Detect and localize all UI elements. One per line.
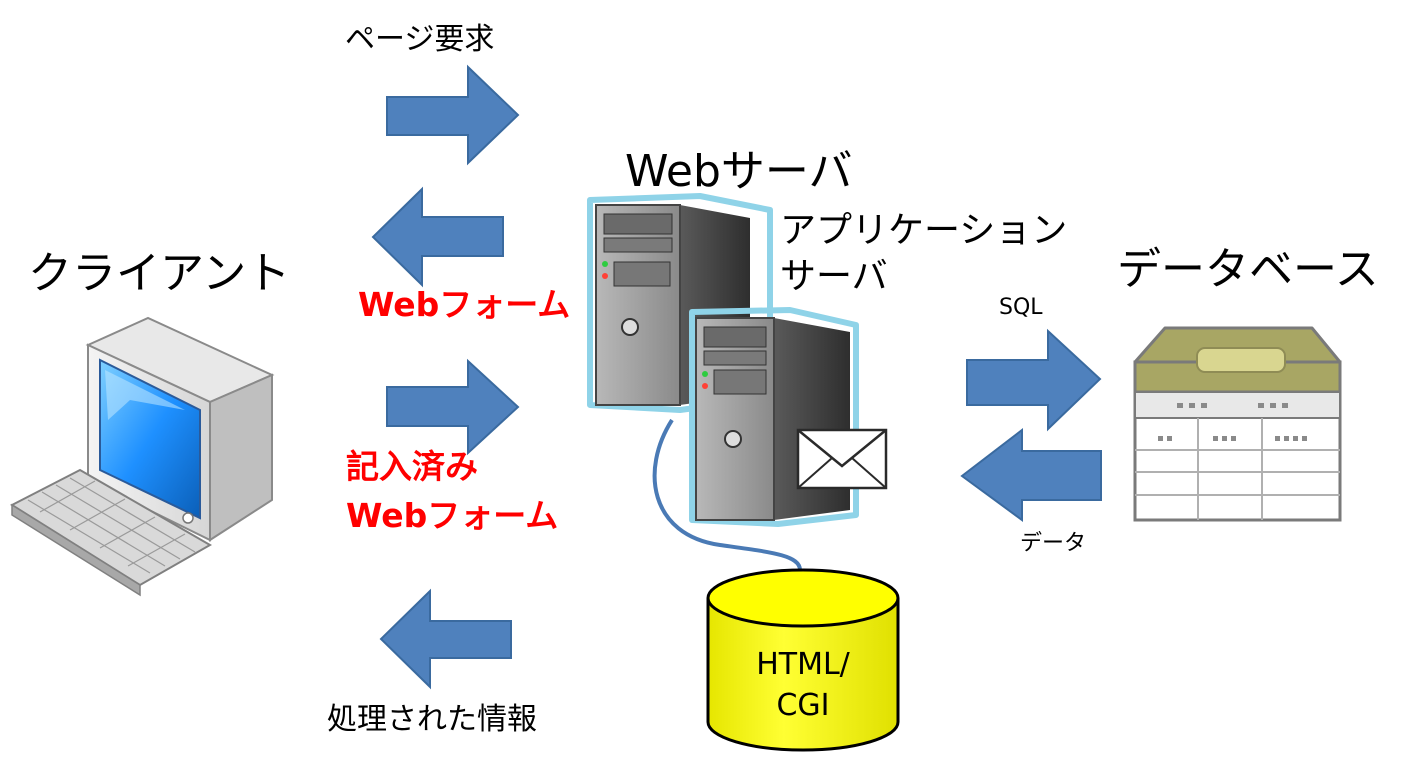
web-form-label: Webフォーム [358, 285, 571, 324]
arrow-processed-info [379, 588, 512, 690]
database-label: データベース [1117, 244, 1379, 295]
app-server-label-line1: アプリケーション [780, 210, 1068, 251]
server-tower-icon [689, 307, 859, 527]
web-server-label: Webサーバ [625, 146, 853, 197]
processed-info-label: 処理された情報 [327, 702, 537, 737]
app-server-label-line2: サーバ [780, 256, 888, 297]
data-label: データ [1020, 531, 1087, 556]
storage-label-line2: CGI [776, 687, 830, 723]
filled-form-label-line2: Webフォーム [346, 496, 559, 535]
desktop-computer-icon [9, 316, 275, 597]
storage-cylinder-icon [706, 568, 900, 752]
sql-label: SQL [999, 295, 1043, 320]
filled-form-label-line1: 記入済み [346, 447, 478, 486]
client-label: クライアント [28, 248, 291, 299]
arrow-web-form [371, 186, 504, 288]
arrow-data [960, 427, 1102, 522]
storage-label: HTML/ CGI [708, 645, 898, 726]
arrow-sql [966, 328, 1102, 432]
database-table-icon [1133, 326, 1342, 522]
arrow-filled-form [386, 358, 520, 456]
storage-label-line1: HTML/ [756, 647, 850, 682]
arrow-page-request [386, 64, 520, 166]
page-request-label: ページ要求 [345, 22, 495, 57]
network-cable [652, 418, 802, 571]
mail-envelope-icon [796, 428, 888, 490]
